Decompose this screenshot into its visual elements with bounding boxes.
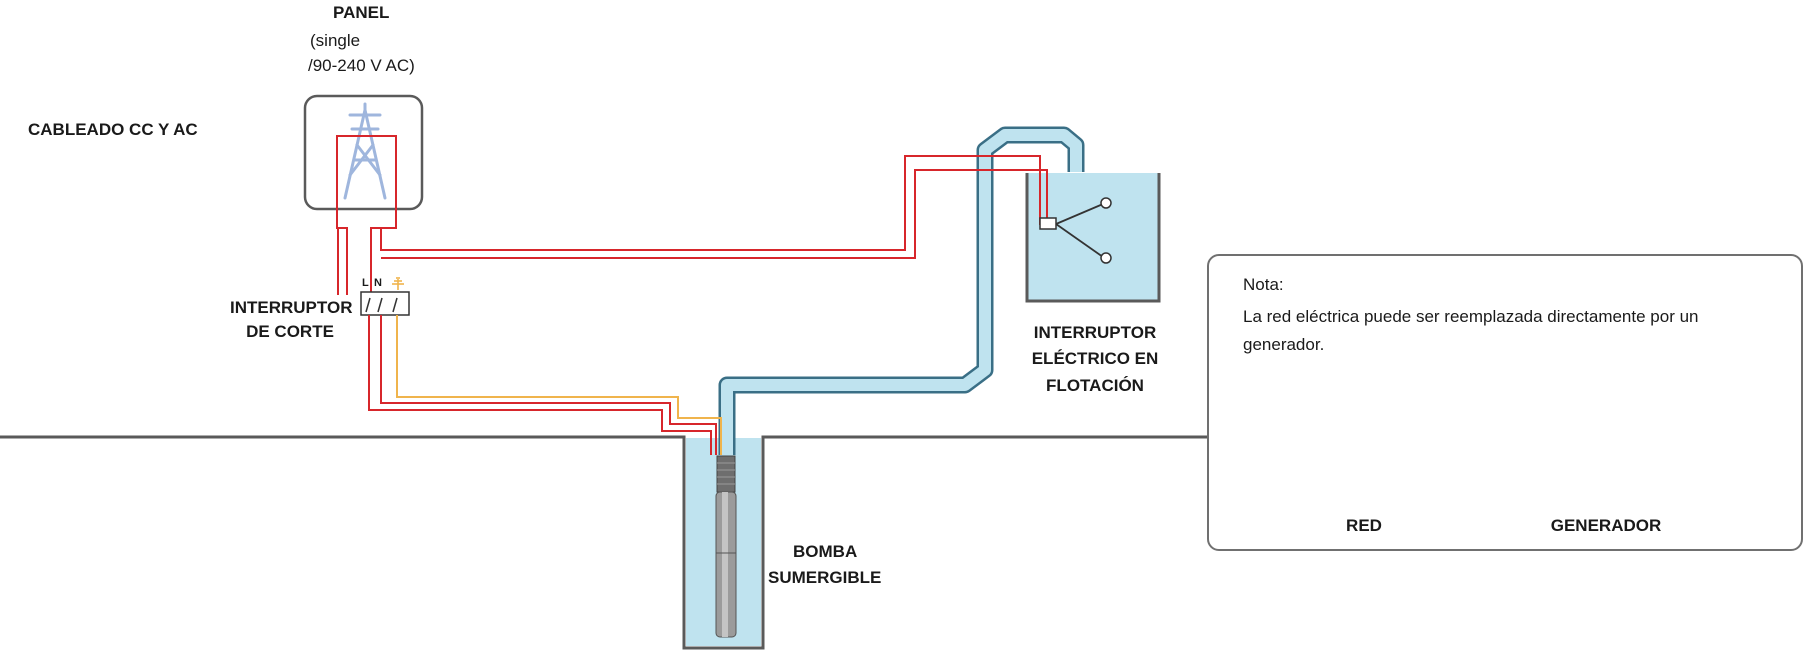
tank xyxy=(1025,173,1161,303)
generator-label: GENERADOR xyxy=(1550,516,1662,535)
pump-label-line2: SUMERGIBLE xyxy=(768,568,882,587)
ground-symbol-icon xyxy=(392,277,404,290)
cutoff-switch-label-line2: DE CORTE xyxy=(246,322,334,341)
cutoff-switch-label-line1: INTERRUPTOR xyxy=(230,298,353,317)
pump-label-line1: BOMBA xyxy=(793,542,858,561)
terminal-l-label: L xyxy=(362,277,369,289)
float-switch-label-line3: FLOTACIÓN xyxy=(1046,376,1144,395)
note-text-line1: La red eléctrica puede ser reemplazada d… xyxy=(1243,307,1699,326)
note-text-line2: generador. xyxy=(1243,335,1325,354)
discharge-pipe xyxy=(718,126,1085,455)
float-switch-label-line1: INTERRUPTOR xyxy=(1033,323,1157,342)
grid-label: RED xyxy=(1346,516,1382,535)
cutoff-switch xyxy=(360,291,410,316)
float-switch-label-line2: ELÉCTRICO EN xyxy=(1031,349,1159,368)
submersible-pump xyxy=(715,455,737,638)
transmission-tower-icon xyxy=(343,102,387,200)
note-heading: Nota: xyxy=(1243,275,1284,294)
diagram-title: CABLEADO CC Y AC xyxy=(28,120,198,139)
note-box xyxy=(1207,254,1803,551)
panel-spec-line2: /90-240 V AC) xyxy=(308,56,415,75)
ground-line xyxy=(0,435,1207,650)
panel-label: PANEL xyxy=(333,3,390,22)
terminal-n-label: N xyxy=(374,277,382,289)
float-switch xyxy=(1039,197,1112,264)
panel-spec-line1: (single xyxy=(310,31,361,50)
panel-wire-loop xyxy=(336,135,1048,295)
pump-wires xyxy=(368,315,722,455)
